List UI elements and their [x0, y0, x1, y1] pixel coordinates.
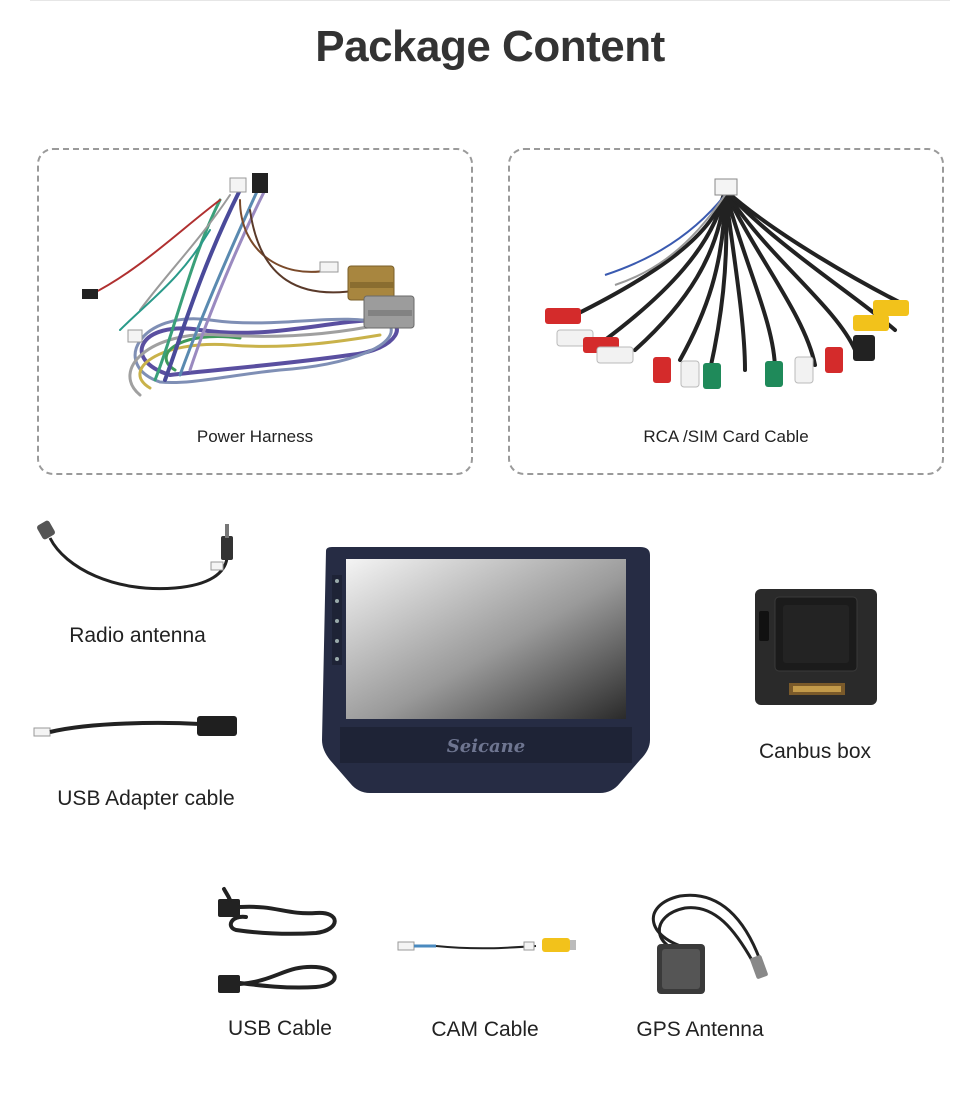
label-canbus-box: Canbus box: [758, 740, 872, 763]
label-radio-antenna: Radio antenna: [69, 624, 206, 647]
page-title: Package Content: [315, 22, 665, 71]
panel-power-harness: [37, 148, 473, 475]
antenna-cable-icon: [37, 520, 233, 591]
label-usb-adapter-cable: USB Adapter cable: [57, 787, 235, 810]
label-cam-cable: CAM Cable: [431, 1018, 539, 1041]
cam-cable-icon: [397, 938, 576, 952]
harness-icon: [82, 173, 415, 397]
top-divider: [30, 0, 950, 1]
label-rca-sim-cable: RCA /SIM Card Cable: [643, 427, 809, 446]
rca-cable-icon: [545, 178, 909, 389]
canbus-box-icon: [755, 589, 877, 705]
label-power-harness: Power Harness: [196, 427, 314, 446]
label-gps-antenna: GPS Antenna: [636, 1018, 764, 1041]
head-unit-icon: [322, 547, 650, 793]
panel-rca-sim-cable: [508, 148, 944, 475]
gps-antenna-icon: [651, 893, 768, 994]
label-usb-cable: USB Cable: [228, 1017, 332, 1040]
brand-logo: Seicane: [446, 736, 526, 757]
usb-adapter-icon: [33, 716, 237, 737]
usb-cable-icon: [218, 887, 337, 993]
